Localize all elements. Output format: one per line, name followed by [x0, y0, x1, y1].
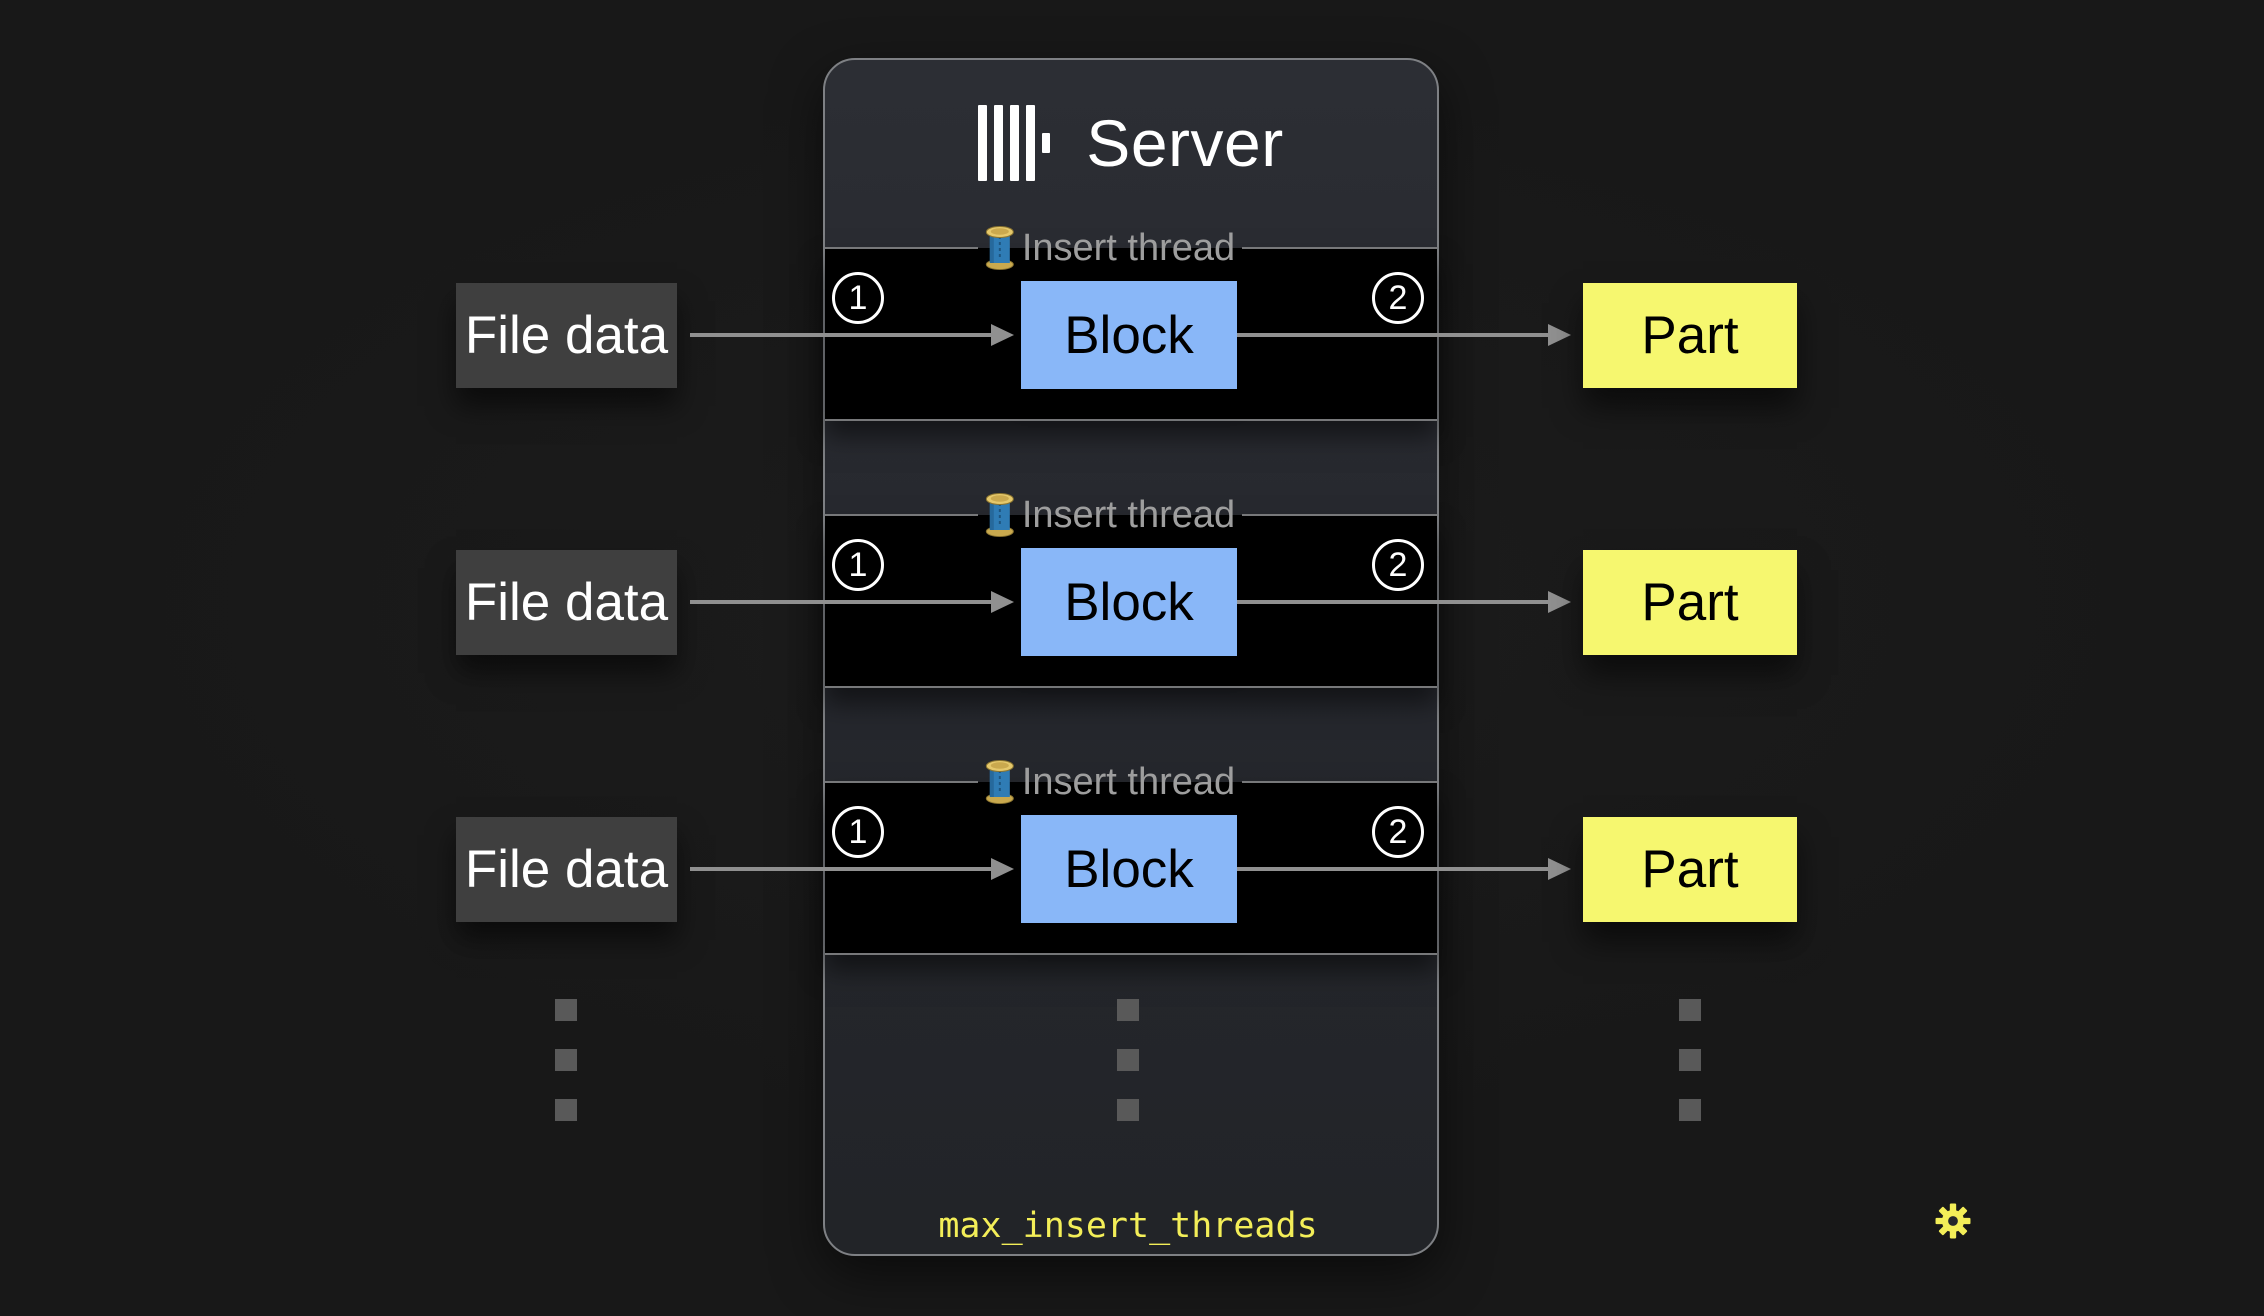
- ellipsis-dot: [1117, 1049, 1139, 1071]
- band-border-left: [825, 514, 978, 516]
- insert-thread-legend: Insert thread: [985, 760, 1235, 804]
- arrowhead-block-to-part: [1548, 858, 1571, 880]
- ellipsis-dot: [1679, 1099, 1701, 1121]
- max-insert-threads-label: max_insert_threads: [938, 1206, 1318, 1246]
- ellipsis-dot: [555, 1099, 577, 1121]
- ellipsis-dot: [1117, 1099, 1139, 1121]
- band-border-left: [825, 247, 978, 249]
- arrow-file-to-block: [690, 600, 992, 604]
- step-1-badge: 1: [832, 272, 884, 324]
- gear-icon: [1935, 1203, 1971, 1239]
- arrowhead-file-to-block: [991, 858, 1014, 880]
- arrowhead-block-to-part: [1548, 591, 1571, 613]
- arrow-block-to-part: [1237, 333, 1549, 337]
- step-2-badge: 2: [1372, 272, 1424, 324]
- band-border-right: [1242, 781, 1437, 783]
- arrow-block-to-part: [1237, 867, 1549, 871]
- step-1-badge: 1: [832, 806, 884, 858]
- insert-thread-band-2: Insert thread 1 Block 2: [825, 493, 1437, 688]
- arrowhead-file-to-block: [991, 324, 1014, 346]
- step-1-badge: 1: [832, 539, 884, 591]
- insert-thread-label: Insert thread: [1021, 761, 1236, 803]
- thread-spool-icon: [985, 493, 1014, 537]
- band-border-right: [1242, 247, 1437, 249]
- block-node: Block: [1021, 548, 1237, 656]
- file-data-node: File data: [456, 550, 677, 655]
- insert-thread-label: Insert thread: [1021, 227, 1236, 269]
- step-2-badge: 2: [1372, 539, 1424, 591]
- block-node: Block: [1021, 281, 1237, 389]
- file-data-node: File data: [456, 817, 677, 922]
- server-title: Server: [1086, 106, 1284, 180]
- insert-thread-legend: Insert thread: [985, 493, 1235, 537]
- ellipsis-dot: [1117, 999, 1139, 1021]
- arrow-block-to-part: [1237, 600, 1549, 604]
- block-node: Block: [1021, 815, 1237, 923]
- ellipsis-dot: [555, 1049, 577, 1071]
- band-border-left: [825, 781, 978, 783]
- arrow-file-to-block: [690, 333, 992, 337]
- file-data-node: File data: [456, 283, 677, 388]
- clickhouse-logo-icon: [978, 105, 1051, 181]
- part-node: Part: [1583, 550, 1797, 655]
- part-node: Part: [1583, 283, 1797, 388]
- part-node: Part: [1583, 817, 1797, 922]
- thread-spool-icon: [985, 760, 1014, 804]
- arrowhead-block-to-part: [1548, 324, 1571, 346]
- insert-thread-legend: Insert thread: [985, 226, 1235, 270]
- ellipsis-dot: [1679, 1049, 1701, 1071]
- thread-spool-icon: [985, 226, 1014, 270]
- arrowhead-file-to-block: [991, 591, 1014, 613]
- band-border-right: [1242, 514, 1437, 516]
- insert-thread-label: Insert thread: [1021, 494, 1236, 536]
- server-panel: Server Insert thread 1 Block 2: [823, 58, 1971, 1256]
- arrow-file-to-block: [690, 867, 992, 871]
- step-2-badge: 2: [1372, 806, 1424, 858]
- ellipsis-dot: [555, 999, 577, 1021]
- server-header: Server: [825, 104, 1437, 182]
- ellipsis-dot: [1679, 999, 1701, 1021]
